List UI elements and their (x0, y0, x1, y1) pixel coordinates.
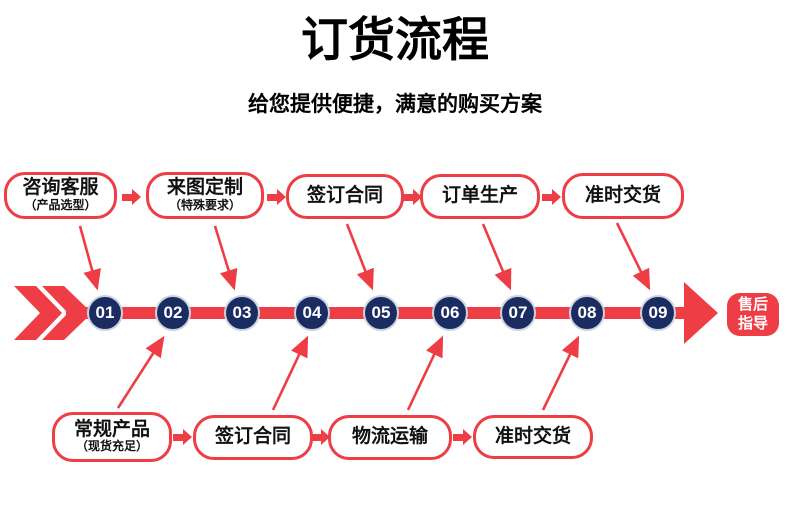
node-sublabel: （产品选型） (24, 197, 97, 212)
flow-node-ontime-delivery-top: 准时交货 (562, 173, 684, 219)
step-circle-05: 05 (363, 295, 399, 331)
diagonal-arrow-top-3 (345, 223, 374, 291)
node-sublabel: （现货充足） (75, 439, 148, 454)
arrow-right-icon (122, 189, 141, 205)
flow-node-order-production: 订单生产 (420, 174, 540, 219)
arrow-right-icon (173, 429, 192, 445)
step-circle-01: 01 (87, 295, 123, 331)
step-circle-09: 09 (640, 295, 676, 331)
node-label: 来图定制 (166, 177, 243, 199)
step-circle-04: 04 (294, 295, 330, 331)
diagonal-arrow-bottom-2 (271, 335, 309, 411)
node-label: 订单生产 (441, 185, 518, 207)
diagonal-arrow-top-4 (481, 223, 512, 291)
step-circle-02: 02 (155, 295, 191, 331)
diagonal-arrow-top-1 (78, 225, 101, 291)
node-label: 准时交货 (584, 184, 661, 206)
arrow-right-icon (403, 189, 422, 205)
diagonal-arrow-bottom-1 (116, 335, 165, 409)
step-circle-08: 08 (569, 295, 605, 331)
step-circle-07: 07 (500, 295, 536, 331)
diagonal-arrow-top-2 (213, 225, 238, 291)
node-label: 物流运输 (351, 426, 428, 448)
badge-line-1: 售后 (737, 295, 768, 313)
flow-node-sign-contract-bottom: 签订合同 (193, 415, 313, 460)
diagonal-arrow-bottom-3 (406, 335, 444, 411)
diagonal-arrow-bottom-4 (541, 335, 580, 411)
node-label: 签订合同 (306, 185, 383, 207)
node-label: 签订合同 (214, 426, 291, 448)
diagonal-arrow-top-5 (615, 222, 651, 291)
node-label: 咨询客服 (22, 177, 99, 199)
timeline-end-arrow-icon (684, 282, 718, 344)
step-circle-03: 03 (224, 295, 260, 331)
arrow-right-icon (311, 429, 330, 445)
flow-node-consult: 咨询客服 （产品选型） (4, 172, 117, 219)
flow-node-sign-contract-top: 签订合同 (286, 174, 404, 219)
page-subtitle: 给您提供便捷，满意的购买方案 (248, 93, 542, 116)
after-sales-badge: 售后 指导 (727, 293, 779, 336)
step-circle-06: 06 (432, 295, 468, 331)
node-label: 准时交货 (494, 425, 571, 447)
arrow-right-icon (453, 429, 472, 445)
flow-node-logistics: 物流运输 (328, 415, 452, 460)
timeline-start-chevron-1-icon (14, 286, 62, 340)
flow-node-ontime-delivery-bottom: 准时交货 (473, 415, 593, 459)
arrow-right-icon (542, 189, 561, 205)
page-title: 订货流程 (301, 13, 489, 66)
node-label: 常规产品 (73, 418, 150, 440)
flow-node-regular-product: 常规产品 （现货充足） (52, 412, 172, 462)
node-sublabel: （特殊要求） (168, 197, 241, 212)
badge-line-2: 指导 (737, 314, 768, 332)
arrow-right-icon (267, 189, 286, 205)
flow-node-custom-design: 来图定制 （特殊要求） (146, 172, 264, 219)
